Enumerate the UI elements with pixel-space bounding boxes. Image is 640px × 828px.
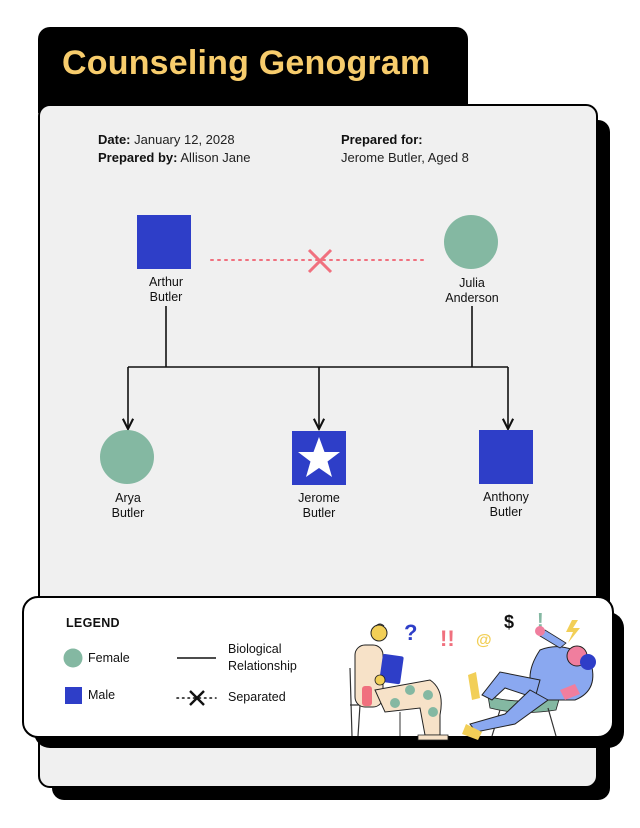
meta-prepared-for-label: Prepared for: [341, 132, 423, 147]
legend-female-symbol [63, 648, 83, 668]
label-arthur: Arthur Butler [148, 275, 184, 304]
label-arya: Arya Butler [111, 491, 145, 520]
parent-father-male-symbol [137, 215, 191, 269]
exclamation-icon: ! [537, 610, 544, 632]
meta-prepared-by: Prepared by: Allison Jane [98, 149, 251, 167]
question-mark-icon: ? [404, 620, 417, 645]
legend-male-symbol [65, 687, 82, 704]
genogram-diagram [100, 215, 533, 485]
exclamation-icon: !! [440, 626, 455, 651]
label-anthony: Anthony Butler [483, 490, 529, 519]
child-arya-female-symbol [100, 430, 154, 484]
legend-separated-symbol [176, 690, 217, 706]
page-title: Counseling Genogram [62, 44, 431, 82]
counseling-illustration: ? !! @ $ ! [349, 610, 596, 741]
meta-date: Date: January 12, 2028 [98, 131, 235, 149]
date-value: January 12, 2028 [134, 132, 235, 147]
label-julia: Julia Anderson [445, 276, 499, 305]
meta-prepared-for-value: Jerome Butler, Aged 8 [341, 150, 469, 165]
biological-relationship-lines [128, 306, 508, 429]
child-anthony-male-symbol [479, 430, 533, 484]
parent-mother-female-symbol [444, 215, 498, 269]
star-icon [298, 437, 340, 477]
legend-title: LEGEND [66, 616, 120, 630]
label-jerome: Jerome Butler [298, 491, 340, 520]
legend-biological-label: Biological Relationship [228, 642, 297, 673]
prepared-by-label: Prepared by: [98, 150, 178, 165]
legend-female-label: Female [88, 651, 130, 665]
at-sign-icon: @ [476, 632, 492, 649]
date-label: Date: [98, 132, 131, 147]
dollar-sign-icon: $ [504, 612, 514, 632]
lightning-icon [566, 620, 580, 643]
legend-separated-label: Separated [228, 690, 286, 704]
separated-x-icon [307, 248, 333, 274]
prepared-by-value: Allison Jane [180, 150, 251, 165]
title-banner [38, 27, 468, 113]
legend-male-label: Male [88, 688, 116, 702]
